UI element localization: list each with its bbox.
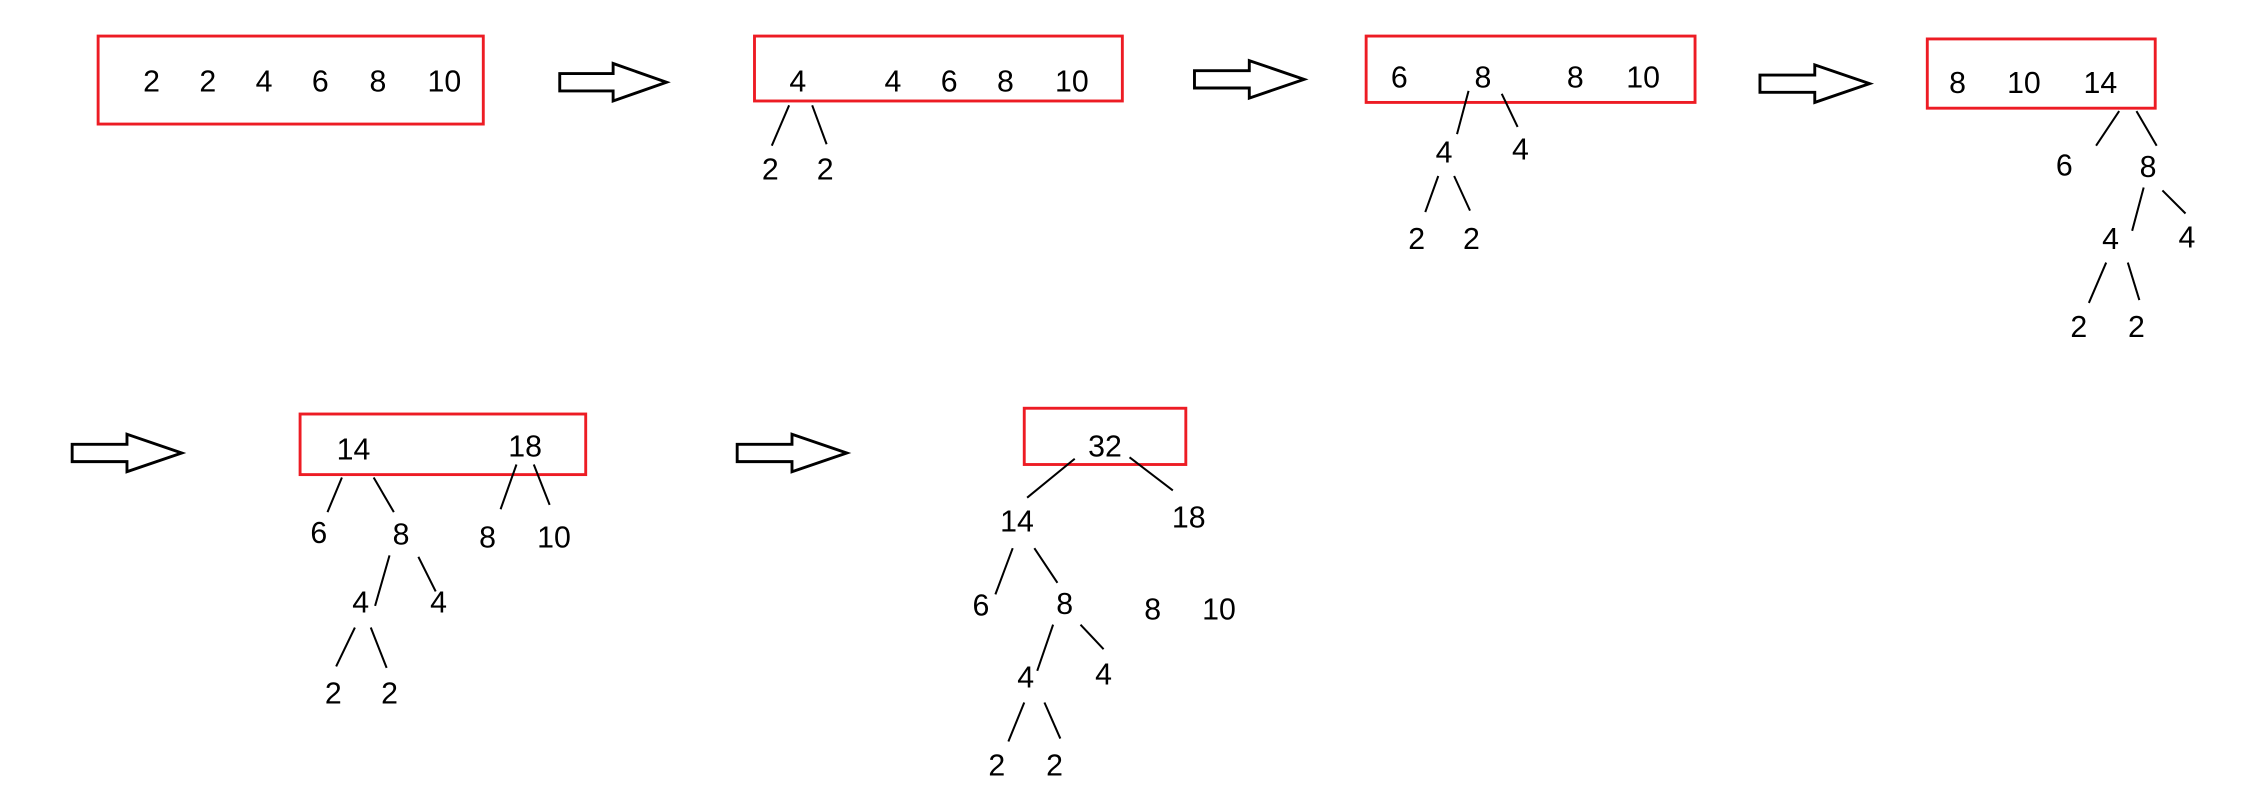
node-value: 8 bbox=[1056, 588, 1073, 621]
tree-edge bbox=[2087, 262, 2108, 304]
node-value: 2 bbox=[817, 154, 834, 187]
node-value: 4 bbox=[256, 66, 273, 99]
tree-edge bbox=[1453, 175, 1471, 212]
node-value: 2 bbox=[1046, 750, 1063, 783]
node-value: 10 bbox=[2007, 67, 2041, 100]
node-value: 2 bbox=[1463, 223, 1480, 256]
node-value: 8 bbox=[1144, 594, 1161, 627]
queue-box-stage-1 bbox=[753, 34, 1124, 103]
tree-edge bbox=[369, 627, 388, 669]
hollow-right-arrow-icon bbox=[558, 61, 671, 104]
node-value: 8 bbox=[1949, 67, 1966, 100]
node-value: 2 bbox=[2128, 311, 2145, 344]
tree-edge bbox=[1128, 456, 1174, 492]
tree-edge bbox=[1500, 93, 1519, 128]
tree-edge bbox=[1456, 90, 1470, 135]
node-value: 8 bbox=[1567, 61, 1584, 94]
node-value: 18 bbox=[1172, 501, 1206, 534]
node-value: 6 bbox=[310, 517, 327, 550]
node-value: 2 bbox=[988, 750, 1005, 783]
node-value: 6 bbox=[2056, 149, 2073, 182]
hollow-right-arrow-icon bbox=[735, 432, 852, 474]
node-value: 8 bbox=[370, 66, 387, 99]
tree-edge bbox=[994, 547, 1014, 595]
tree-edge bbox=[532, 464, 551, 506]
node-value: 32 bbox=[1088, 431, 1122, 464]
queue-box-stage-0 bbox=[96, 34, 485, 126]
queue-box-stage-4 bbox=[298, 412, 588, 477]
node-value: 8 bbox=[1475, 61, 1492, 94]
node-value: 8 bbox=[479, 522, 496, 555]
node-value: 4 bbox=[885, 66, 902, 99]
tree-edge bbox=[2131, 187, 2145, 232]
tree-edge bbox=[811, 104, 828, 145]
tree-edge bbox=[2095, 110, 2120, 147]
tree-edge bbox=[1043, 702, 1062, 739]
node-value: 6 bbox=[941, 66, 958, 99]
tree-edge bbox=[2161, 189, 2187, 215]
node-value: 2 bbox=[143, 66, 160, 99]
tree-edge bbox=[372, 476, 395, 513]
node-value: 14 bbox=[2084, 67, 2118, 100]
node-value: 4 bbox=[1095, 659, 1112, 692]
node-value: 10 bbox=[1626, 61, 1660, 94]
node-value: 4 bbox=[1436, 136, 1453, 169]
node-value: 6 bbox=[973, 589, 990, 622]
node-value: 10 bbox=[1055, 66, 1089, 99]
node-value: 4 bbox=[2102, 223, 2119, 256]
tree-edge bbox=[2126, 262, 2141, 301]
node-value: 4 bbox=[352, 586, 369, 619]
node-value: 4 bbox=[1512, 134, 1529, 167]
tree-edge bbox=[1079, 623, 1105, 650]
node-value: 4 bbox=[789, 66, 806, 99]
node-value: 14 bbox=[337, 434, 371, 467]
node-value: 2 bbox=[325, 677, 342, 710]
tree-edge bbox=[1007, 702, 1026, 742]
tree-edge bbox=[499, 464, 518, 510]
node-value: 2 bbox=[381, 677, 398, 710]
tree-edge bbox=[417, 556, 437, 592]
tree-edge bbox=[374, 555, 391, 607]
node-value: 2 bbox=[199, 66, 216, 99]
node-value: 10 bbox=[537, 522, 571, 555]
tree-edge bbox=[2135, 110, 2158, 147]
hollow-right-arrow-icon bbox=[1758, 62, 1875, 105]
node-value: 14 bbox=[1000, 506, 1034, 539]
node-value: 8 bbox=[997, 66, 1014, 99]
tree-edge bbox=[1033, 547, 1059, 584]
node-value: 2 bbox=[762, 154, 779, 187]
node-value: 4 bbox=[1017, 662, 1034, 695]
tree-edge bbox=[335, 627, 356, 667]
hollow-right-arrow-icon bbox=[1193, 58, 1309, 101]
node-value: 8 bbox=[393, 519, 410, 552]
node-value: 4 bbox=[430, 586, 447, 619]
node-value: 10 bbox=[427, 66, 461, 99]
node-value: 6 bbox=[1391, 61, 1408, 94]
node-value: 2 bbox=[2070, 311, 2087, 344]
node-value: 18 bbox=[508, 431, 542, 464]
node-value: 10 bbox=[1202, 594, 1236, 627]
node-value: 4 bbox=[2179, 222, 2196, 255]
node-value: 2 bbox=[1408, 223, 1425, 256]
node-value: 8 bbox=[2140, 151, 2157, 184]
hollow-right-arrow-icon bbox=[70, 432, 187, 474]
tree-edge bbox=[1036, 624, 1055, 672]
queue-box-stage-2 bbox=[1364, 34, 1697, 104]
queue-box-stage-3 bbox=[1925, 37, 2157, 110]
tree-edge bbox=[1424, 175, 1440, 213]
tree-edge bbox=[770, 104, 791, 147]
node-value: 6 bbox=[312, 66, 329, 99]
tree-edge bbox=[1026, 457, 1076, 499]
queue-box-stage-5 bbox=[1022, 406, 1188, 466]
tree-edge bbox=[326, 477, 343, 513]
